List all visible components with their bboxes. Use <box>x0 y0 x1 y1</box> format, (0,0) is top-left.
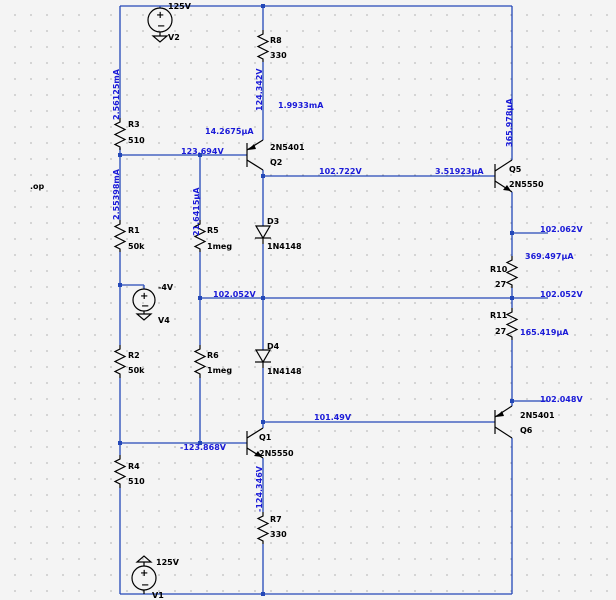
ann-i-r5: 21.6415µA <box>192 187 201 236</box>
ann-v-q1-collector: 101.49V <box>314 413 352 422</box>
svg-text:−: − <box>157 21 165 32</box>
ann-ib-q2: 14.2675µA <box>205 127 254 136</box>
q6-name: Q6 <box>520 426 533 435</box>
diode-d3[interactable] <box>254 225 272 244</box>
r8-name: R8 <box>270 36 282 45</box>
q1-model: 2N5550 <box>259 449 294 458</box>
v2-value: 125V <box>168 2 192 11</box>
junction-dots <box>118 4 514 596</box>
r2-name: R2 <box>128 351 140 360</box>
r10-value: 27 <box>495 280 506 289</box>
ann-v-r7: -124.346V <box>255 465 264 512</box>
r11-name: R11 <box>490 311 508 320</box>
ann-v-q2-collector: 102.722V <box>319 167 362 176</box>
resistor-r5[interactable] <box>193 220 207 252</box>
r7-value: 330 <box>270 530 287 539</box>
ann-i-q5: 365.978µA <box>505 98 514 147</box>
svg-text:+: + <box>140 568 148 579</box>
v4-value: -4V <box>158 283 174 292</box>
q2-model: 2N5401 <box>270 143 305 152</box>
d3-name: D3 <box>267 217 279 226</box>
r1-name: R1 <box>128 226 140 235</box>
r3-value: 510 <box>128 136 145 145</box>
v1-name: V1 <box>152 591 164 600</box>
voltage-source-v2[interactable]: + − <box>147 7 173 43</box>
r4-name: R4 <box>128 462 140 471</box>
q1-name: Q1 <box>259 433 272 442</box>
resistor-r8[interactable] <box>256 30 270 62</box>
diode-d4[interactable] <box>254 349 272 368</box>
ann-i-r3: 2.56125mA <box>112 68 121 120</box>
ann-i-r10: 369.497µA <box>525 252 574 261</box>
q5-model: 2N5550 <box>509 180 544 189</box>
resistor-r10[interactable] <box>505 256 519 288</box>
op-annotations: 2.56125mA 124.342V 1.9933mA 14.2675µA 36… <box>112 68 583 512</box>
transistor-q5[interactable] <box>494 159 513 193</box>
voltage-source-v4[interactable]: + − <box>132 288 156 321</box>
transistor-q6[interactable] <box>494 405 513 439</box>
ann-v-q2-base: 123.694V <box>181 147 224 156</box>
r6-value: 1meg <box>207 366 232 375</box>
d3-model: 1N4148 <box>267 242 302 251</box>
ann-i-r11: 165.419µA <box>520 328 569 337</box>
ann-v-q6-emitter: 102.048V <box>540 395 583 404</box>
r5-name: R5 <box>207 226 219 235</box>
q6-model: 2N5401 <box>520 411 555 420</box>
r6-name: R6 <box>207 351 219 360</box>
r4-value: 510 <box>128 477 145 486</box>
resistor-r7[interactable] <box>256 512 270 544</box>
resistor-r4[interactable] <box>113 455 127 488</box>
ann-ib-q5: 3.51923µA <box>435 167 484 176</box>
d4-name: D4 <box>267 342 280 351</box>
r7-name: R7 <box>270 515 282 524</box>
d4-model: 1N4148 <box>267 367 302 376</box>
transistor-q2[interactable] <box>246 139 264 171</box>
svg-text:−: − <box>141 580 149 591</box>
ann-i-q2: 1.9933mA <box>278 101 324 110</box>
ann-v-output: 102.052V <box>540 290 583 299</box>
resistor-r3[interactable] <box>113 118 127 150</box>
transistor-q1[interactable] <box>246 427 264 459</box>
ann-v-q1-base: -123.868V <box>180 443 227 452</box>
resistors <box>113 30 519 544</box>
wires <box>119 5 548 595</box>
svg-text:−: − <box>141 301 149 312</box>
q5-name: Q5 <box>509 165 522 174</box>
voltage-source-v1[interactable]: + − <box>131 555 157 594</box>
ann-v-r8: 124.342V <box>255 68 264 111</box>
component-labels: 125V V2 R8 330 R3 510 2N5401 Q2 .op Q5 2… <box>30 2 555 600</box>
r3-name: R3 <box>128 120 140 129</box>
r11-value: 27 <box>495 327 506 336</box>
v2-name: V2 <box>168 33 180 42</box>
r8-value: 330 <box>270 51 287 60</box>
ann-v-q5-emitter: 102.062V <box>540 225 583 234</box>
svg-text:+: + <box>140 291 148 302</box>
r1-value: 50k <box>128 242 145 251</box>
svg-text:+: + <box>156 10 164 21</box>
ann-i-r1: 2.55398mA <box>112 168 121 220</box>
op-directive[interactable]: .op <box>30 182 45 191</box>
v4-name: V4 <box>158 316 170 325</box>
resistor-r2[interactable] <box>113 345 127 378</box>
v1-value: 125V <box>156 558 180 567</box>
resistor-r1[interactable] <box>113 220 127 252</box>
q2-name: Q2 <box>270 158 282 167</box>
ann-v-center: 102.052V <box>213 290 256 299</box>
r5-value: 1meg <box>207 242 232 251</box>
resistor-r11[interactable] <box>505 308 519 340</box>
r10-name: R10 <box>490 265 508 274</box>
r2-value: 50k <box>128 366 145 375</box>
resistor-r6[interactable] <box>193 345 207 378</box>
